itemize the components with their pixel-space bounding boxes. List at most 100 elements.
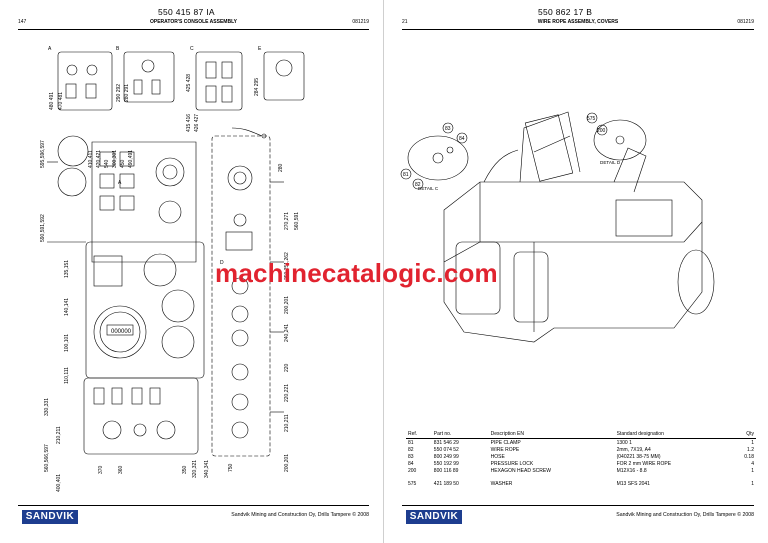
ref-right-2: 270,271 [284,212,290,230]
parts-table: Ref. Part no. Description EN Standard de… [406,430,756,488]
ref-left-10: 140,141 [64,298,70,316]
ref-left-11: 100,101 [64,334,70,352]
cell-ref: 82 [408,446,414,453]
right-page: 550 862 17 B 21 WIRE ROPE ASSEMBLY, COVE… [384,0,768,543]
doc-number: 550 862 17 B [538,7,593,17]
cell-part: 421 189 50 [433,481,459,487]
ref-left-9: 135,151 [64,260,70,278]
ref-top-7: 426 427 [194,114,200,132]
cell-qty: 4 [751,460,754,467]
sandvik-logo: SANDVIK [22,510,78,524]
cell-desc: PRESSURE LOCK [490,460,534,467]
detail-c-label: DETAIL C [418,186,439,191]
parts-table-header: Ref. Part no. Description EN Standard de… [406,430,756,439]
footer-rule [18,505,369,506]
cell-desc: WASHER [490,481,513,487]
gauge-readout: 000000 [111,329,132,335]
ref-bottom-5: 340,341 [204,460,210,478]
col-ref: Ref. [406,430,432,439]
ref-bottom-1: 370 [98,465,104,474]
ref-top-6: 415 416 [186,114,192,132]
callout-b: B [116,46,120,52]
col-std: Standard designation [614,430,730,439]
cell-ref: 83 [408,453,414,460]
ref-left-3: 410,411 [88,150,94,168]
cell-ref: 84 [408,460,414,467]
ref-left-6: 300,301 [112,150,118,168]
cell-desc: WIRE ROPE [490,446,520,453]
ref-bottom-6: 750 [228,463,234,472]
ref-bottom-4: 320,321 [192,460,198,478]
cell-qty: 1 [751,467,754,474]
ref-left-13: 330,331 [44,398,50,416]
callout-e: E [258,46,262,52]
ref-left-15: 560,566,597 [44,444,50,472]
page-number: 21 [402,19,408,25]
cell-qty: 1 [751,439,754,446]
ref-left-8: 490,491 [128,150,134,168]
cell-std: M12X16 - 8.8 [616,467,647,474]
callout-200: 200 [597,128,606,134]
ref-right-10: 200,201 [284,454,290,472]
ref-bottom-2: 360 [118,465,124,474]
page-header: 21 WIRE ROPE ASSEMBLY, COVERS 081219 [402,19,754,29]
footer-copyright: Sandvik Mining and Construction Oy, Dril… [616,512,754,518]
console-drawing: A B C A D E 000000 480 491 470 481 290 2… [40,46,305,492]
ref-top-3: 290 292 [116,84,122,102]
left-page: 550 415 87 IA 147 OPERATOR'S CONSOLE ASS… [18,0,384,543]
ref-top-4: 280 291 [124,84,130,102]
ref-right-4: 250,251,262 [284,252,290,280]
watermark: machinecatalogic.com [215,258,498,288]
ref-top-5: 425 428 [186,74,192,92]
page-header: 147 OPERATOR'S CONSOLE ASSEMBLY 081219 [18,19,369,29]
callout-575: 575 [587,116,596,122]
table-row: 83 800 249 99 HOSE (040221 38-75 MM) 0.1… [406,453,756,460]
callout-c: C [190,46,194,52]
table-row: 84 550 192 99 PRESSURE LOCK FOR 2 mm WIR… [406,460,756,467]
page-number: 147 [18,19,27,25]
cell-std: 2mm, 7X19, A4 [616,446,651,453]
table-row: 81 831 546 29 PIPE CLAMP 1300 1 1 [406,439,756,447]
callout-d: D [220,260,224,266]
callout-83: 83 [445,126,451,132]
cell-std: M13 SFS 2041 [616,481,650,487]
footer-copyright: Sandvik Mining and Construction Oy, Dril… [231,512,369,518]
ref-bottom-3: 350 [182,465,188,474]
ref-top-1: 480 491 [49,92,55,110]
cell-desc: HEXAGON HEAD SCREW [490,467,551,474]
sandvik-logo: SANDVIK [406,510,462,524]
cell-std: 1300 1 [616,439,632,446]
ref-right-8: 220,221 [284,384,290,402]
ref-left-2: 590,591,592 [40,214,46,242]
cell-std: (040221 38-75 MM) [616,453,661,460]
cell-ref: 575 [408,481,417,487]
ref-right-1: 280 [278,163,284,172]
page-date: 081219 [352,19,369,25]
page-title: OPERATOR'S CONSOLE ASSEMBLY [149,19,238,25]
cell-part: 550 074 52 [433,446,459,453]
cell-desc: PIPE CLAMP [490,439,521,446]
rig-drawing: 81 82 83 84 575 200 DETAIL C DETAIL D [400,111,715,343]
ref-left-5: 540 [104,159,110,168]
callout-81: 81 [403,172,409,178]
doc-number: 550 415 87 IA [158,7,215,17]
ref-left-7: 450 [120,159,126,168]
cell-std: FOR 2 mm WIRE ROPE [616,460,672,467]
ref-right-9: 210,211 [284,414,290,432]
detail-d-label: DETAIL D [600,160,621,165]
ref-left-12: 110,111 [64,367,70,384]
cell-desc: HOSE [490,453,505,460]
cell-qty: 0.18 [744,453,754,460]
callout-a: A [48,46,52,52]
ref-left-16: 400,401 [56,474,62,492]
ref-right-5: 200,201 [284,296,290,314]
ref-left-1: 595,596,597 [40,140,46,168]
callout-82: 82 [415,182,421,188]
cell-qty: 1 [751,481,754,487]
ref-left-14: 210,211 [56,426,62,444]
cell-ref: 81 [408,439,414,446]
callout-84: 84 [459,136,465,142]
ref-right-7: 220 [284,363,290,372]
ref-top-2: 470 481 [58,92,64,110]
header-rule [18,29,369,30]
